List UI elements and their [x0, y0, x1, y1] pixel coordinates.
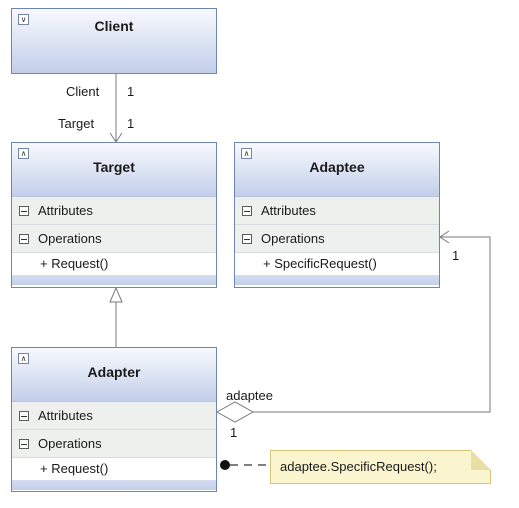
- minus-box-icon[interactable]: [19, 206, 29, 216]
- section-label: Attributes: [38, 203, 93, 218]
- class-name: Adaptee: [309, 159, 365, 175]
- operation-item[interactable]: + Request(): [12, 253, 216, 275]
- section-label: Operations: [38, 436, 102, 451]
- class-name: Client: [94, 18, 134, 34]
- class-header: ∧ Target: [12, 143, 216, 197]
- adapter-adaptee-association[interactable]: [253, 236, 491, 413]
- double-chevron-up-icon[interactable]: ∧: [18, 148, 29, 159]
- section-label: Operations: [38, 231, 102, 246]
- minus-box-icon[interactable]: [19, 411, 29, 421]
- note-text: adaptee.SpecificRequest();: [280, 459, 437, 474]
- minus-box-icon[interactable]: [19, 439, 29, 449]
- aggregation-arrowhead: [439, 230, 450, 244]
- double-chevron-up-icon[interactable]: ∧: [241, 148, 252, 159]
- operations-section[interactable]: Operations: [12, 430, 216, 458]
- class-client[interactable]: ∨ Client: [11, 8, 217, 74]
- adaptee-multiplicity-label: 1: [452, 248, 460, 263]
- operations-section[interactable]: Operations: [235, 225, 439, 253]
- attributes-section[interactable]: Attributes: [235, 197, 439, 225]
- class-adaptee[interactable]: ∧ Adaptee Attributes Operations + Specif…: [234, 142, 440, 288]
- folded-corner-icon: [471, 450, 491, 470]
- section-label: Attributes: [261, 203, 316, 218]
- class-header: ∨ Client: [12, 9, 216, 73]
- class-footer: [12, 275, 216, 285]
- class-header: ∧ Adapter: [12, 348, 216, 402]
- minus-box-icon[interactable]: [242, 206, 252, 216]
- section-label: Attributes: [38, 408, 93, 423]
- aggregation-diamond: [215, 401, 255, 423]
- adapter-multiplicity-label: 1: [230, 425, 238, 440]
- double-chevron-down-icon[interactable]: ∨: [18, 14, 29, 25]
- note-anchor-dot: [220, 460, 230, 470]
- class-header: ∧ Adaptee: [235, 143, 439, 197]
- class-target[interactable]: ∧ Target Attributes Operations + Request…: [11, 142, 217, 288]
- double-chevron-up-icon[interactable]: ∧: [18, 353, 29, 364]
- class-name: Adapter: [87, 364, 141, 380]
- class-footer: [235, 275, 439, 285]
- class-footer: [12, 480, 216, 490]
- source-multiplicity-label: 1: [127, 84, 135, 99]
- section-label: Operations: [261, 231, 325, 246]
- attributes-section[interactable]: Attributes: [12, 402, 216, 430]
- operations-section[interactable]: Operations: [12, 225, 216, 253]
- minus-box-icon[interactable]: [242, 234, 252, 244]
- generalization-triangle: [109, 286, 123, 303]
- attributes-section[interactable]: Attributes: [12, 197, 216, 225]
- role-label: adaptee: [226, 388, 273, 403]
- minus-box-icon[interactable]: [19, 234, 29, 244]
- class-adapter[interactable]: ∧ Adapter Attributes Operations + Reques…: [11, 347, 217, 492]
- operation-item[interactable]: + SpecificRequest(): [235, 253, 439, 275]
- comment-note[interactable]: adaptee.SpecificRequest();: [270, 450, 491, 484]
- class-name: Target: [93, 159, 135, 175]
- operation-item[interactable]: + Request(): [12, 458, 216, 480]
- source-role-label: Client: [66, 84, 100, 99]
- target-multiplicity-label: 1: [127, 116, 135, 131]
- target-role-label: Target: [58, 116, 95, 131]
